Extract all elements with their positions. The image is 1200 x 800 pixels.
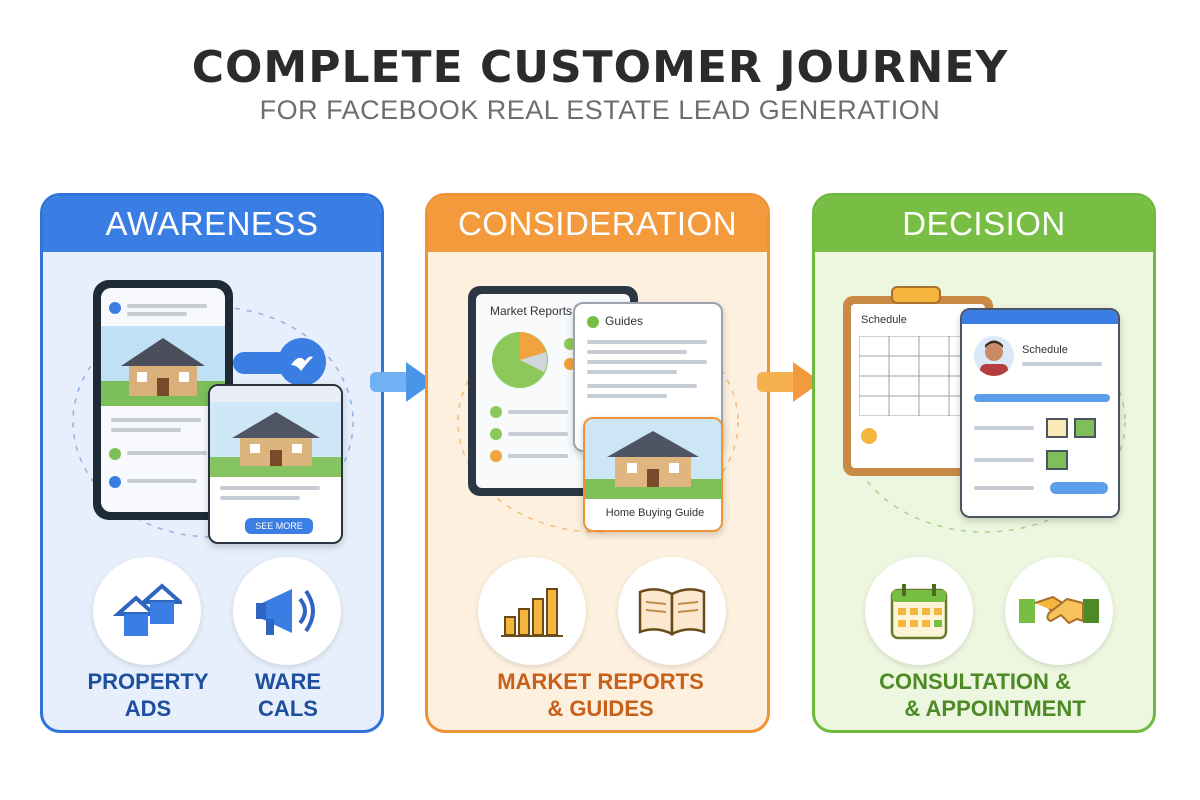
guide-house-photo [585, 419, 721, 499]
decision-header: DECISION [815, 196, 1153, 252]
guides-doc-title: Guides [605, 314, 644, 328]
ware-cals-label: WARE CALS [255, 669, 321, 721]
bar-chart-icon [501, 588, 563, 637]
property-ads-label: PROPERTY ADS [87, 669, 209, 721]
avatar [974, 336, 1014, 376]
schedule-grid [859, 336, 977, 416]
calendar-icon-circle [865, 557, 973, 665]
bird-icon [278, 338, 326, 386]
clipboard-schedule-title: Schedule [861, 314, 907, 326]
home-buying-guide-caption: Home Buying Guide [605, 507, 705, 519]
property-ad-card[interactable]: SEE MORE [208, 384, 343, 544]
handshake-icon-circle [1005, 557, 1113, 665]
awareness-header: AWARENESS [43, 196, 381, 252]
house-photo [101, 326, 225, 406]
page-subtitle: FOR FACEBOOK REAL ESTATE LEAD GENERATION [259, 95, 941, 125]
house-icon-circle [93, 557, 201, 665]
market-reports-label: MARKET REPORTS [497, 669, 704, 694]
house-icon [112, 583, 182, 636]
page-title: COMPLETE CUSTOMER JOURNEY [191, 42, 1009, 93]
right-arrow-icon [757, 362, 821, 402]
open-book-icon [638, 588, 706, 637]
see-more-button[interactable]: SEE MORE [245, 518, 313, 534]
open-book-icon-circle [618, 557, 726, 665]
profile-card[interactable]: Schedule [960, 308, 1120, 518]
guides-label: & GUIDES [547, 696, 654, 721]
clipboard-clip [891, 286, 941, 304]
consideration-header: CONSIDERATION [428, 196, 767, 252]
calendar-icon [890, 584, 948, 640]
consultation-label: CONSULTATION & [879, 669, 1071, 694]
home-buying-guide-card[interactable]: Home Buying Guide [583, 417, 723, 532]
bar-chart-icon-circle [478, 557, 586, 665]
ad-house-photo [210, 402, 341, 477]
appointment-label: & APPOINTMENT [904, 696, 1086, 721]
megaphone-icon [256, 589, 315, 635]
right-arrow-icon [370, 362, 434, 402]
megaphone-icon-circle [233, 557, 341, 665]
phone-mockup [93, 280, 233, 520]
pie-chart-icon [492, 332, 548, 388]
decision-panel: DECISION Schedule [812, 193, 1156, 733]
handshake-icon [1019, 595, 1099, 625]
profile-schedule-title: Schedule [1022, 344, 1068, 356]
awareness-panel: AWARENESS [40, 193, 384, 733]
market-reports-title: Market Reports [490, 304, 573, 318]
consideration-panel: CONSIDERATION Market Reports [425, 193, 770, 733]
